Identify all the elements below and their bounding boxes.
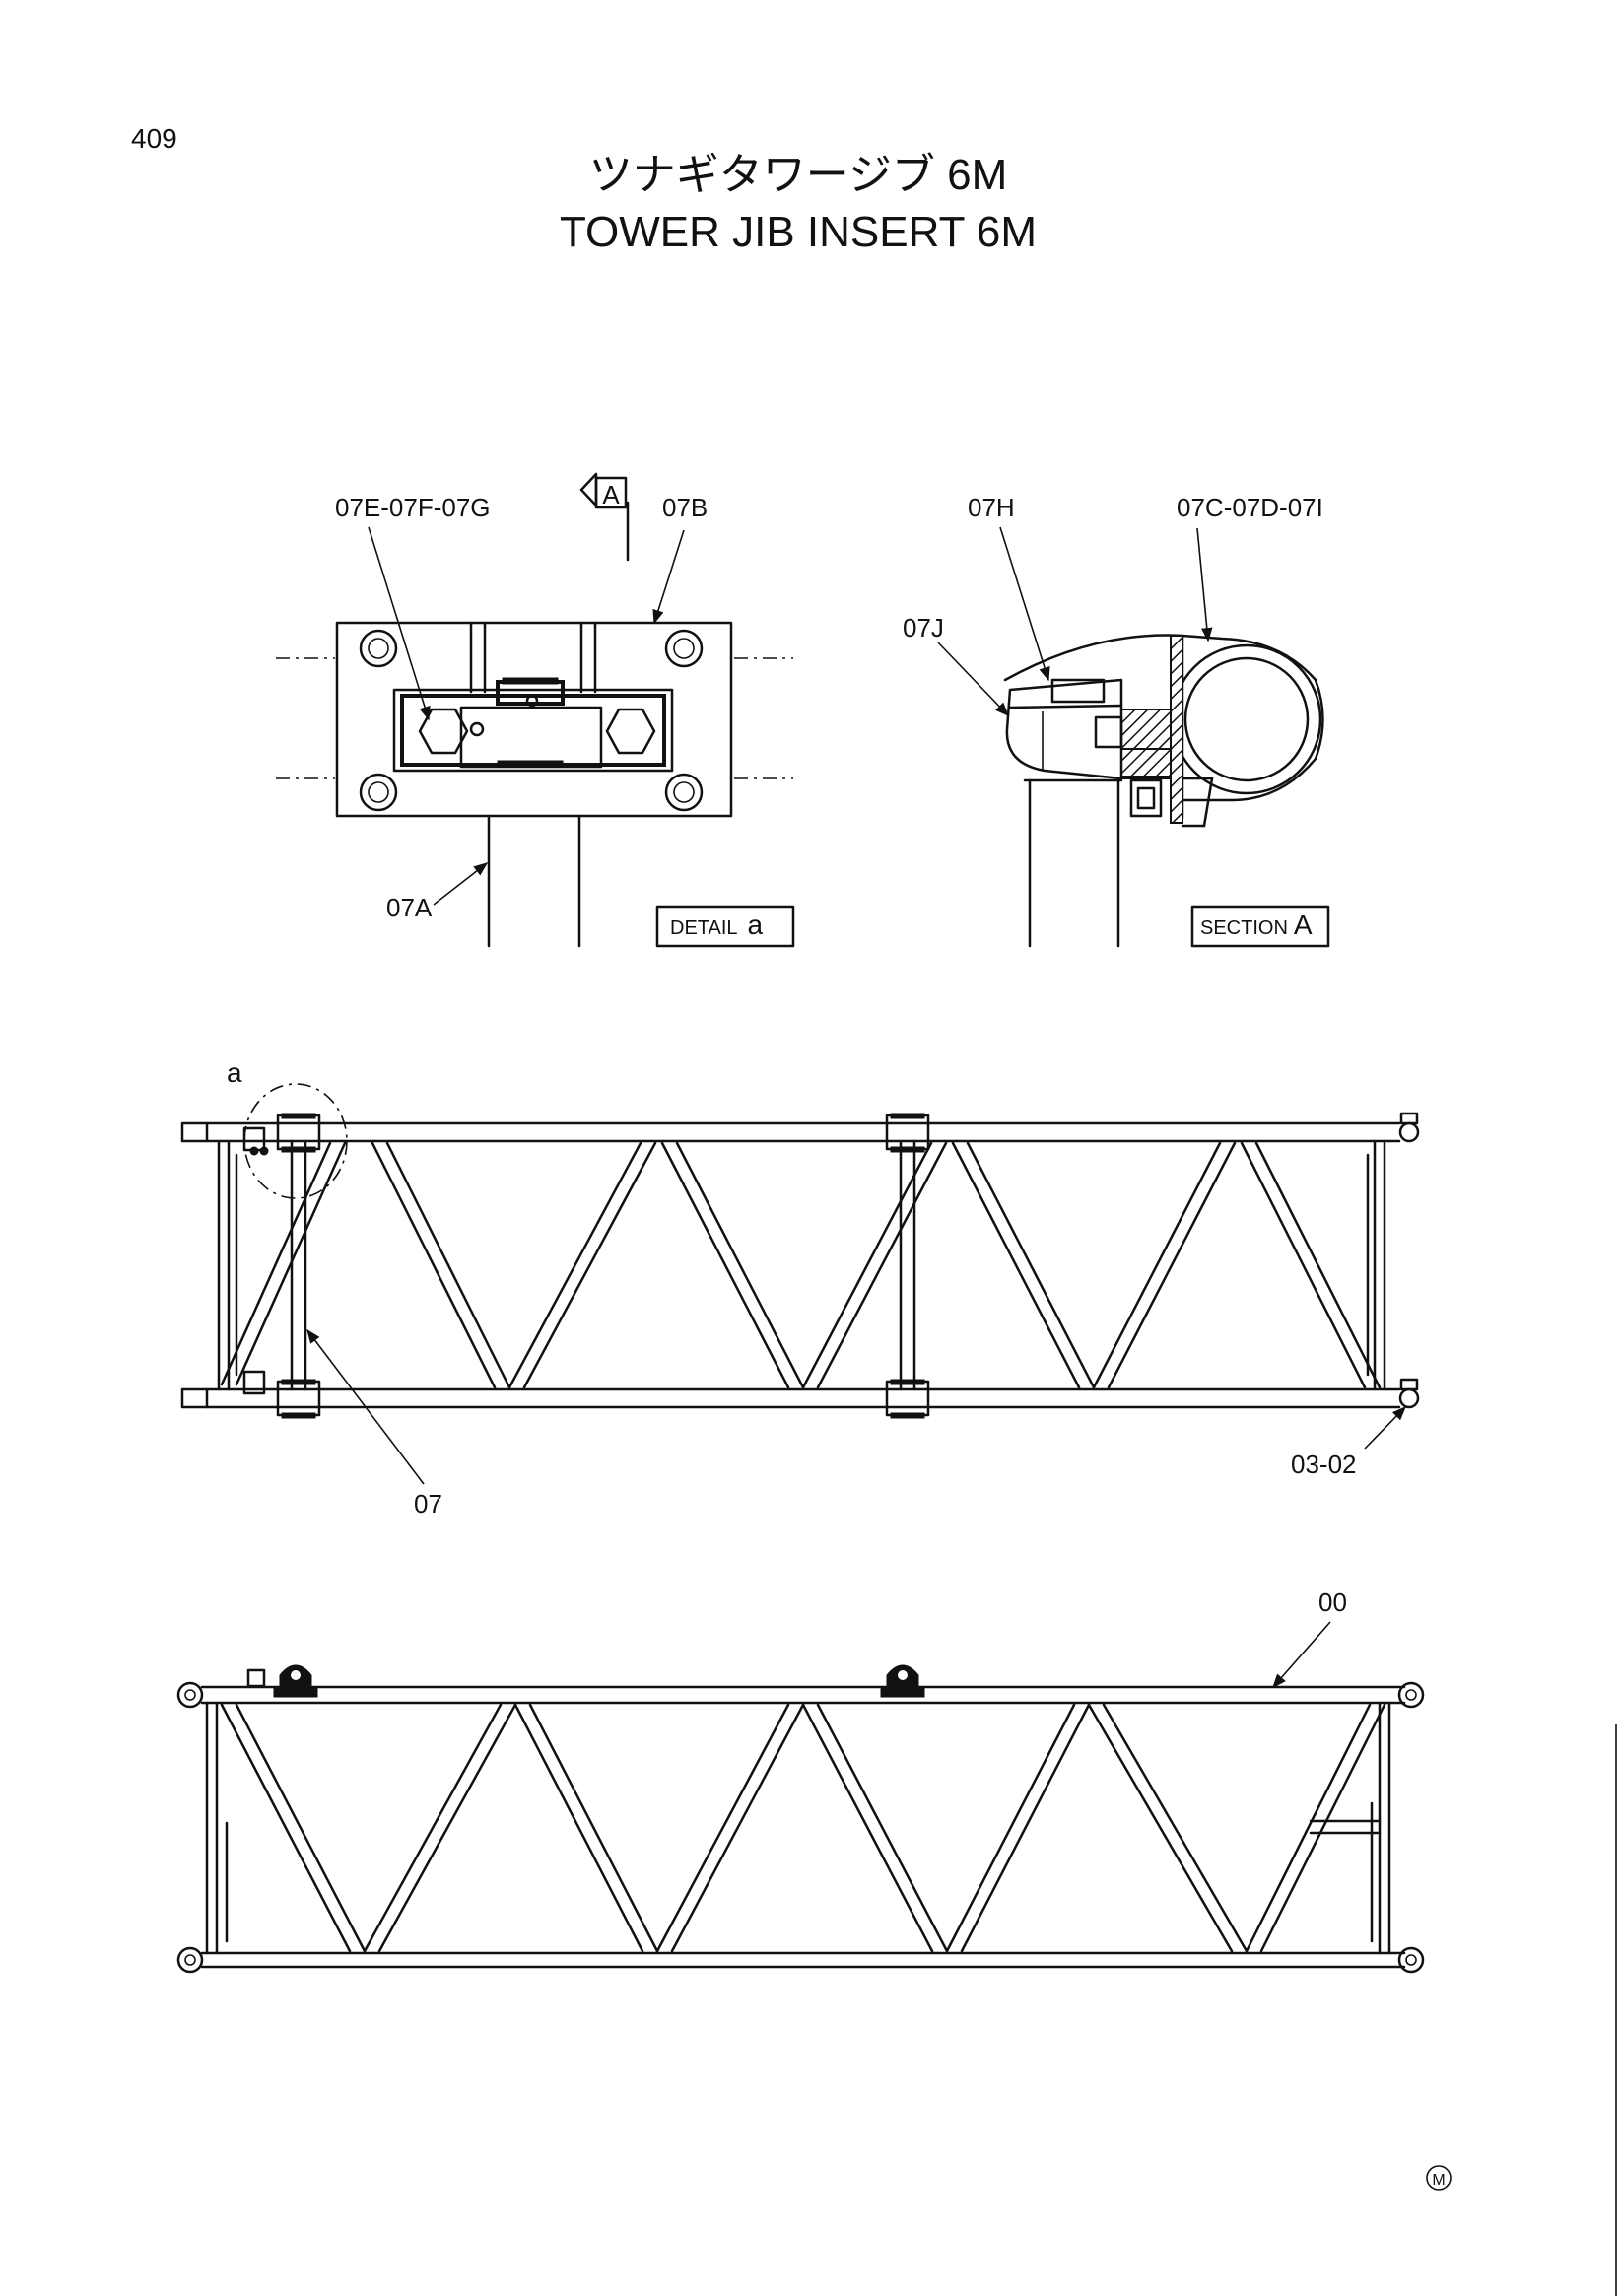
hex-bolt-right	[605, 708, 656, 755]
side-view-truss: 00	[176, 1587, 1425, 1974]
section-a-label-letter: A	[1294, 910, 1313, 940]
detail-a-label-box	[655, 905, 795, 948]
callout-07: 07	[414, 1489, 442, 1519]
callout-07a: 07A	[386, 893, 433, 922]
callout-07c-07d-07i: 07C-07D-07I	[1177, 493, 1323, 522]
section-a-view: 07H 07C-07D-07I 07J SECTION A	[903, 493, 1330, 948]
manufacturer-mark	[1426, 2165, 1452, 2191]
section-a-label-box	[1190, 905, 1330, 948]
callout-03-02: 03-02	[1291, 1450, 1357, 1479]
manufacturer-mark-letter: M	[1432, 2172, 1445, 2189]
detail-a-marker	[243, 1083, 348, 1199]
corner-bolts	[359, 629, 704, 812]
detail-a-view: A 07E-07F-07G 07B 07A DETAIL a	[276, 472, 795, 948]
page-number: 409	[131, 123, 177, 154]
view-arrow-letter: A	[602, 480, 620, 509]
hex-bolt-left	[418, 708, 469, 755]
lacing-diagonals	[220, 1141, 1382, 1389]
detail-a-label-word: DETAIL	[670, 917, 738, 939]
section-a-label-word: SECTION	[1200, 917, 1288, 939]
callout-07b: 07B	[662, 493, 708, 522]
callout-07h: 07H	[968, 493, 1015, 522]
detail-a-label-letter: a	[748, 910, 764, 940]
callout-00: 00	[1318, 1587, 1347, 1617]
side-lacing-diagonals	[220, 1703, 1386, 1953]
lift-lugs	[246, 1664, 925, 1698]
base-plate	[335, 621, 733, 818]
callout-07e-07f-07g: 07E-07F-07G	[335, 493, 491, 522]
strut-connectors	[242, 1113, 930, 1419]
title-english: TOWER JIB INSERT 6M	[560, 208, 1037, 256]
title-japanese: ツナギタワージブ 6M	[589, 151, 1007, 199]
detail-a-marker-letter: a	[227, 1057, 242, 1088]
callout-07j: 07J	[903, 613, 944, 642]
round-tube	[1171, 643, 1322, 795]
plan-view-truss: a 07 03-02	[180, 1057, 1420, 1519]
